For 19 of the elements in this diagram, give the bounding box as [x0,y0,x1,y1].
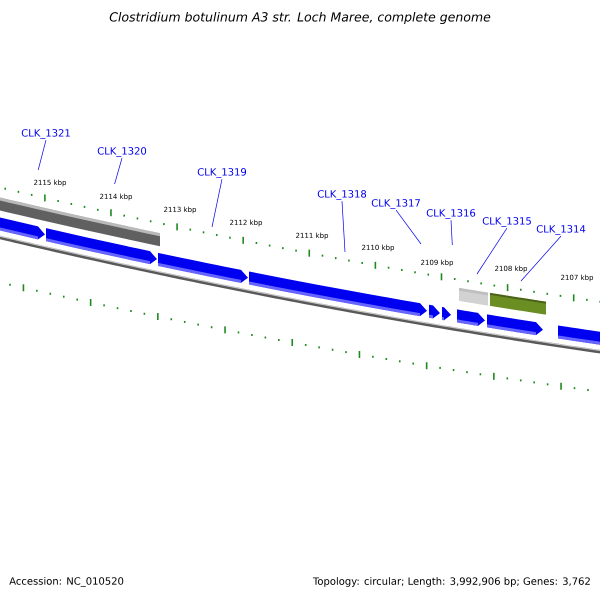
leader-line [396,210,422,244]
leader-line [114,158,122,184]
gene-label: CLK_1315 [482,217,531,227]
gene-label: CLK_1319 [198,168,246,178]
gene-label: CLK_1317 [372,199,420,209]
leader-line [38,140,46,170]
leader-line [476,228,508,274]
gene-label: CLK_1320 [98,147,146,157]
footer-text: Accession: NC_010520 [9,577,124,587]
gene-label: CLK_1316 [426,209,476,219]
leader-line [450,220,453,246]
leader-line [212,178,222,228]
title: Clostridium botulinum A3 str. Loch Maree, complete genome [110,12,490,24]
gene-label: CLK_1314 [536,225,586,235]
gene-label: CLK_1321 [22,129,70,139]
footer-text: Topology: circular; Length: 3,992,906 bp; Genes: 3,762 [312,577,590,587]
leader-line [342,200,346,252]
leader-line [520,236,562,282]
gene-label: CLK_1318 [318,190,366,200]
